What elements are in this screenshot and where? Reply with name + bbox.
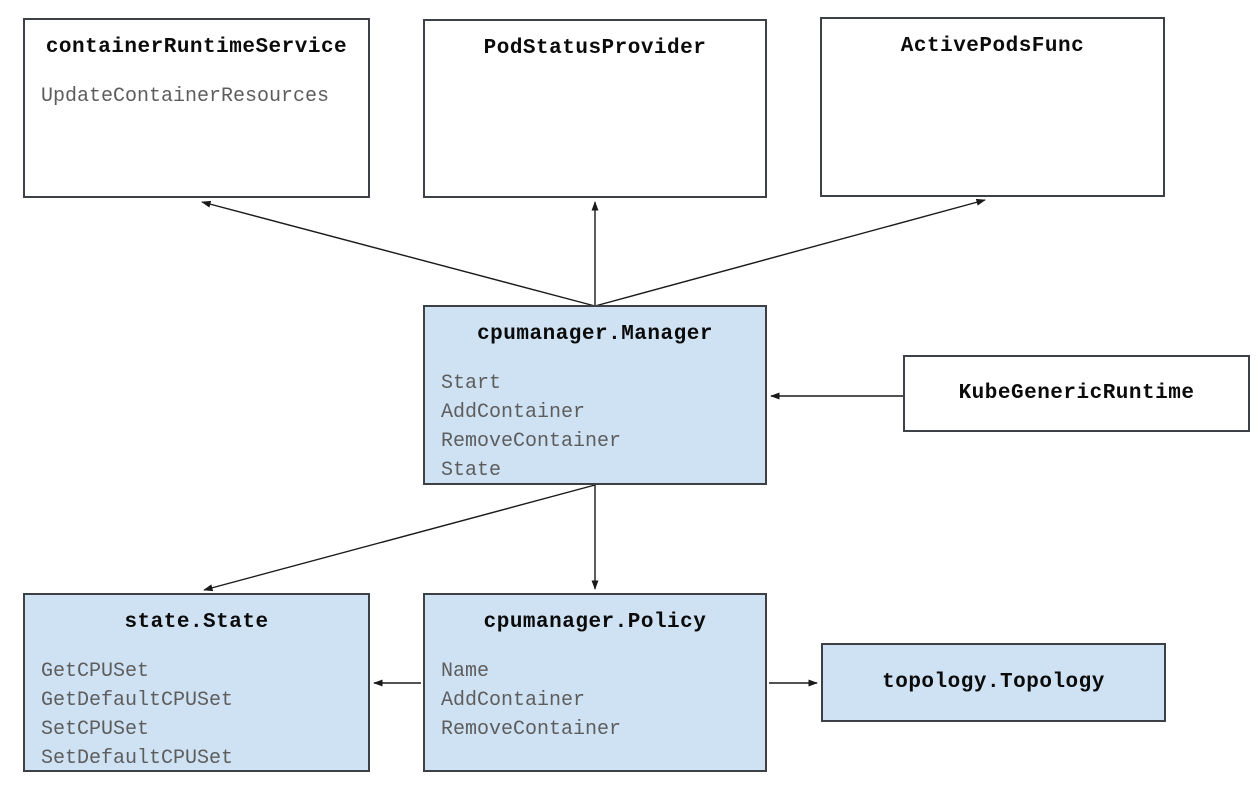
node-title: cpumanager.Manager <box>477 323 713 346</box>
node-pod-status-provider: PodStatusProvider <box>423 19 767 198</box>
method-item: SetCPUSet <box>41 718 150 741</box>
arrow-manager-to-container-runtime-service <box>201 200 596 307</box>
node-method-list: UpdateContainerResources <box>41 82 362 111</box>
method-item: RemoveContainer <box>441 718 622 741</box>
node-title: PodStatusProvider <box>483 37 707 60</box>
arrow-manager-to-active-pods-func <box>594 198 986 307</box>
node-title: ActivePodsFunc <box>900 35 1085 58</box>
node-state-state: state.State GetCPUSet GetDefaultCPUSet S… <box>23 593 370 772</box>
node-title: containerRuntimeService <box>45 36 348 59</box>
node-container-runtime-service: containerRuntimeService UpdateContainerR… <box>23 18 370 198</box>
method-item: SetDefaultCPUSet <box>41 747 234 770</box>
node-active-pods-func: ActivePodsFunc <box>820 17 1165 197</box>
method-item: State <box>441 459 502 482</box>
node-title: state.State <box>124 611 269 634</box>
method-item: RemoveContainer <box>441 430 622 453</box>
node-method-list: GetCPUSet GetDefaultCPUSet SetCPUSet Set… <box>41 657 362 773</box>
method-item: UpdateContainerResources <box>41 85 330 108</box>
node-kube-generic-runtime: KubeGenericRuntime <box>903 355 1250 432</box>
method-item: Start <box>441 372 502 395</box>
node-title: KubeGenericRuntime <box>958 382 1195 405</box>
node-cpumanager-manager: cpumanager.Manager Start AddContainer Re… <box>423 305 767 485</box>
method-item: GetDefaultCPUSet <box>41 689 234 712</box>
method-item: Name <box>441 660 490 683</box>
node-topology-topology: topology.Topology <box>821 643 1166 722</box>
node-cpumanager-policy: cpumanager.Policy Name AddContainer Remo… <box>423 593 767 772</box>
arrow-manager-to-state-state <box>203 484 596 592</box>
node-method-list: Start AddContainer RemoveContainer State <box>441 369 759 485</box>
node-title: topology.Topology <box>882 671 1105 694</box>
method-item: AddContainer <box>441 689 586 712</box>
method-item: GetCPUSet <box>41 660 150 683</box>
node-method-list: Name AddContainer RemoveContainer <box>441 657 759 744</box>
node-title: cpumanager.Policy <box>483 611 707 634</box>
method-item: AddContainer <box>441 401 586 424</box>
